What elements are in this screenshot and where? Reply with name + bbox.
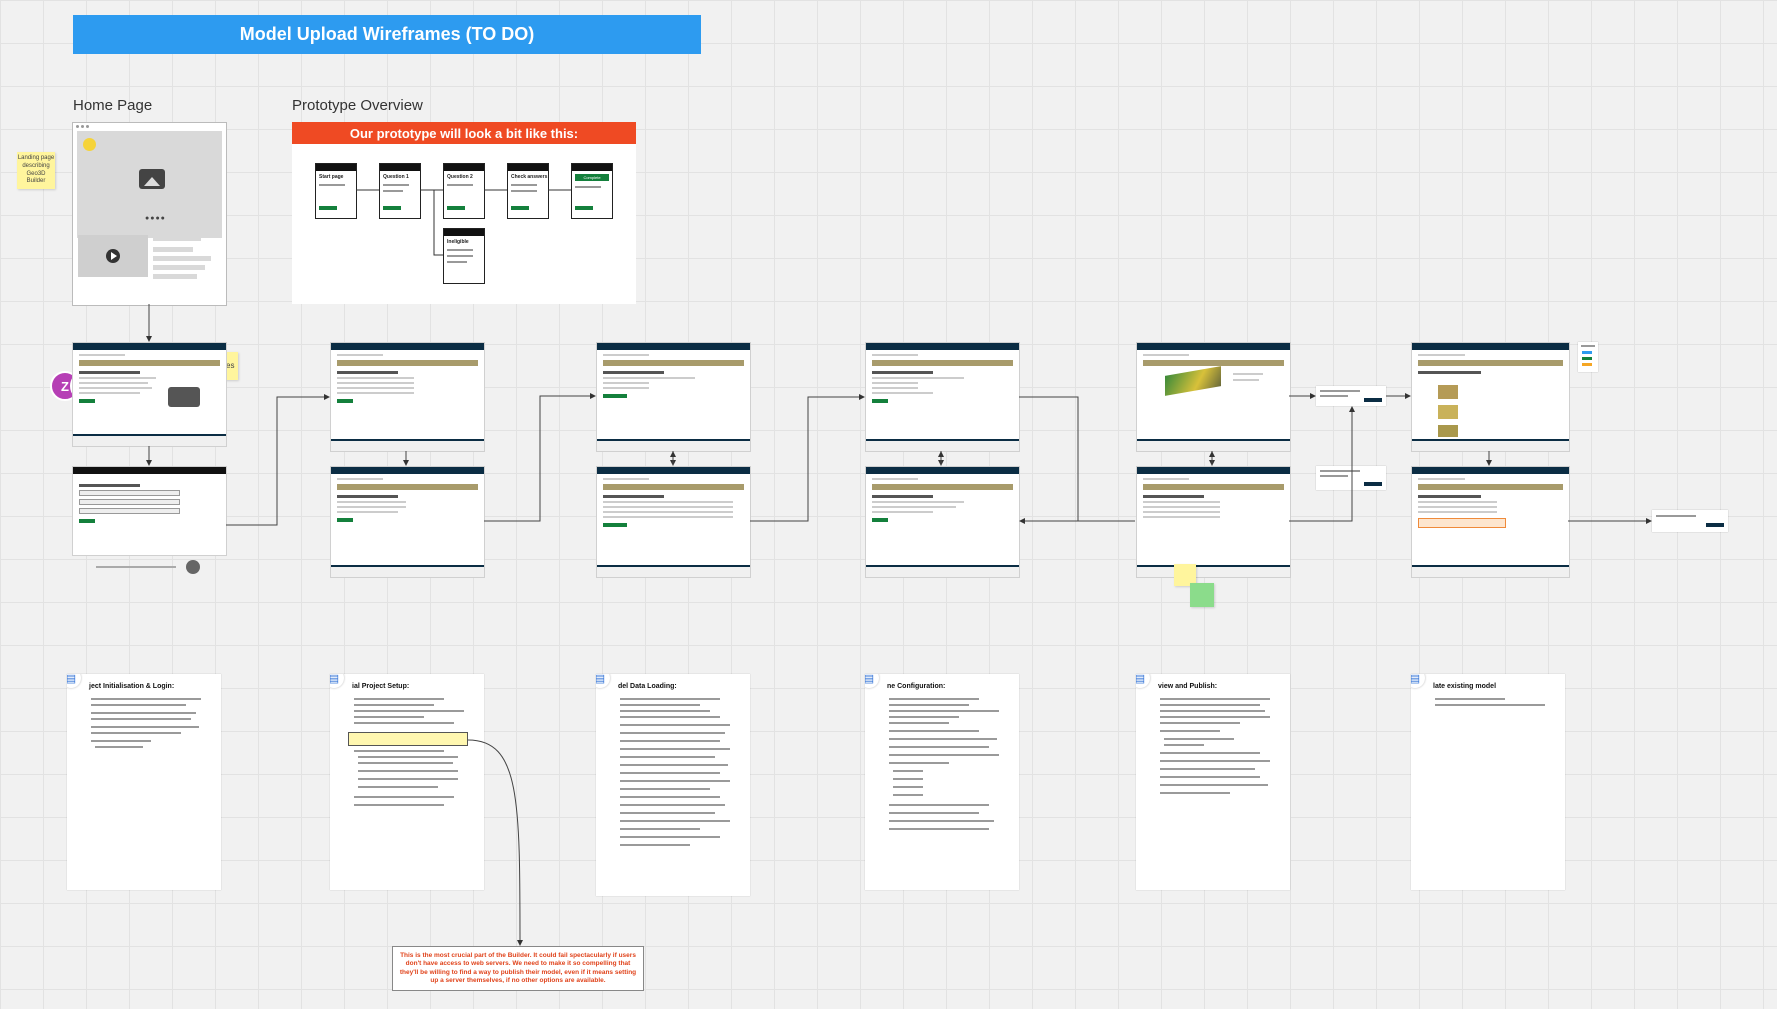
flow-connectors [0, 0, 1777, 1009]
